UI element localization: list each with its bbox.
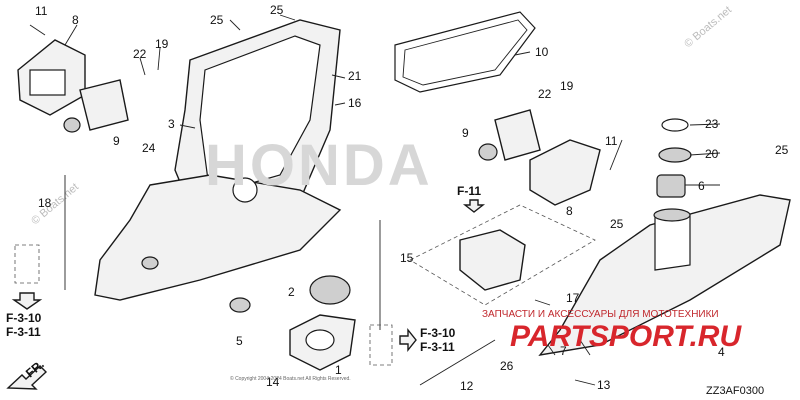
callout-23[interactable]: 23 bbox=[705, 117, 719, 131]
sensor-part bbox=[494, 109, 541, 161]
callout-16[interactable]: 16 bbox=[348, 96, 362, 110]
inset-part bbox=[459, 229, 526, 291]
callout-19[interactable]: 19 bbox=[560, 79, 574, 93]
callout-10[interactable]: 10 bbox=[535, 45, 549, 59]
callout-1[interactable]: 1 bbox=[335, 363, 342, 377]
callout-22[interactable]: 22 bbox=[133, 47, 147, 61]
callout-4[interactable]: 4 bbox=[718, 345, 725, 359]
callout-8[interactable]: 8 bbox=[566, 204, 573, 218]
front-direction-indicator: FR. bbox=[6, 357, 48, 390]
callout-7[interactable]: 7 bbox=[560, 344, 567, 358]
f11-inset-frame bbox=[409, 204, 596, 306]
seal-part bbox=[229, 297, 251, 313]
callout-24[interactable]: 24 bbox=[142, 141, 156, 155]
holder-bracket-part bbox=[529, 139, 601, 206]
bearing-part bbox=[309, 275, 351, 305]
callout-22[interactable]: 22 bbox=[538, 87, 552, 101]
callout-17[interactable]: 17 bbox=[566, 291, 580, 305]
callout-21[interactable]: 21 bbox=[348, 69, 362, 83]
callout-12[interactable]: 12 bbox=[460, 379, 474, 393]
shop-tagline: ЗАПЧАСТИ И АКСЕССУАРЫ ДЛЯ МОТОТЕХНИКИ bbox=[482, 309, 719, 320]
callout-8[interactable]: 8 bbox=[72, 13, 79, 27]
callout-25[interactable]: 25 bbox=[775, 143, 789, 157]
ref-f-3-10[interactable]: F-3-10 bbox=[420, 326, 456, 340]
gear-case-part bbox=[94, 19, 342, 301]
copyright-text: © Copyright 2004-2024 Boats.net All Righ… bbox=[230, 375, 351, 382]
washer-part bbox=[658, 147, 692, 163]
brand-watermark: HONDA bbox=[205, 133, 433, 198]
circlip-part bbox=[661, 118, 689, 132]
site-watermark: © Boats.net bbox=[682, 4, 734, 50]
callout-26[interactable]: 26 bbox=[500, 359, 514, 373]
callout-18[interactable]: 18 bbox=[38, 196, 52, 210]
callout-25[interactable]: 25 bbox=[610, 217, 624, 231]
ref-left: F-3-10 F-3-11 bbox=[6, 244, 43, 339]
callout-20[interactable]: 20 bbox=[705, 147, 719, 161]
ref-inset: F-11 bbox=[457, 184, 486, 213]
callout-19[interactable]: 19 bbox=[155, 37, 169, 51]
shop-logo: PARTSPORT.RU bbox=[510, 320, 742, 353]
shop-banner: ЗАПЧАСТИ И АКСЕССУАРЫ ДЛЯ МОТОТЕХНИКИ PA… bbox=[482, 309, 742, 353]
callout-13[interactable]: 13 bbox=[597, 378, 611, 392]
callout-25[interactable]: 25 bbox=[270, 3, 284, 17]
sensor-part bbox=[63, 79, 129, 133]
callout-9[interactable]: 9 bbox=[113, 134, 120, 148]
callout-14[interactable]: 14 bbox=[266, 375, 280, 389]
callout-25[interactable]: 25 bbox=[210, 13, 224, 27]
callout-15[interactable]: 15 bbox=[400, 251, 414, 265]
bolt-part bbox=[419, 339, 496, 386]
callout-9[interactable]: 9 bbox=[462, 126, 469, 140]
direction-label: FR. bbox=[23, 357, 47, 380]
callout-5[interactable]: 5 bbox=[236, 334, 243, 348]
skeg-cover-part bbox=[538, 194, 791, 356]
ref-middle: F-3-10 F-3-11 bbox=[369, 324, 456, 366]
ref-f-3-11[interactable]: F-3-11 bbox=[6, 325, 41, 339]
callout-11[interactable]: 11 bbox=[605, 134, 618, 148]
callout-3[interactable]: 3 bbox=[168, 117, 175, 131]
ref-f-3-11[interactable]: F-3-11 bbox=[420, 340, 455, 354]
callout-6[interactable]: 6 bbox=[698, 179, 705, 193]
ref-f-3-10[interactable]: F-3-10 bbox=[6, 311, 42, 325]
callout-11[interactable]: 11 bbox=[35, 4, 48, 18]
callout-2[interactable]: 2 bbox=[288, 285, 295, 299]
ref-f-11[interactable]: F-11 bbox=[457, 184, 481, 198]
collar-part bbox=[656, 174, 686, 198]
belt-part bbox=[394, 11, 536, 93]
diagram-code: ZZ3AF0300 bbox=[706, 385, 764, 397]
site-watermark: © Boats.net bbox=[29, 181, 81, 227]
holder-bracket-part bbox=[17, 39, 86, 116]
